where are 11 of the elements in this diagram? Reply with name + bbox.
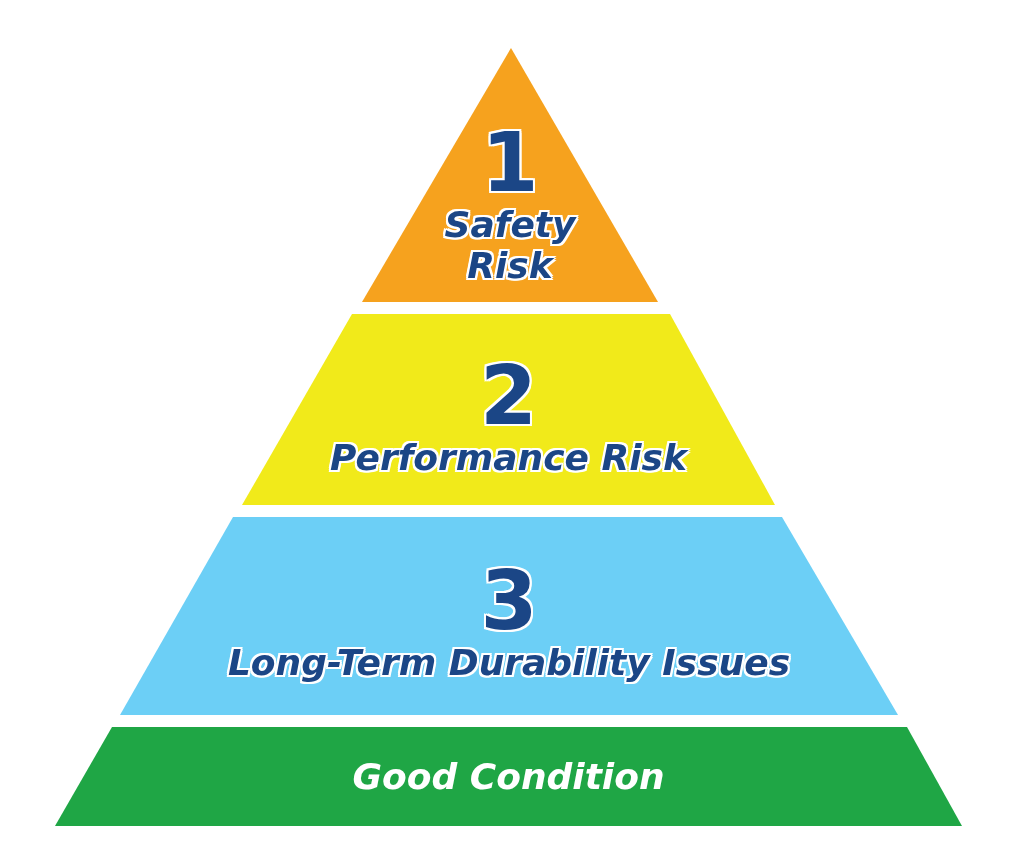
tier-number: 2 xyxy=(479,355,538,438)
pyramid-tier xyxy=(242,314,775,505)
tier-label: Safety Risk xyxy=(443,203,578,287)
tier-label: Good Condition xyxy=(352,755,665,798)
pyramid-tier xyxy=(55,727,962,826)
tier-label: Performance Risk xyxy=(330,437,687,479)
tier-number: 1 xyxy=(481,121,539,204)
pyramid-tier xyxy=(362,48,658,302)
tier-label: Long-Term Durability Issues xyxy=(227,642,791,684)
pyramid-tier xyxy=(120,517,898,715)
tier-number: 3 xyxy=(480,560,538,643)
